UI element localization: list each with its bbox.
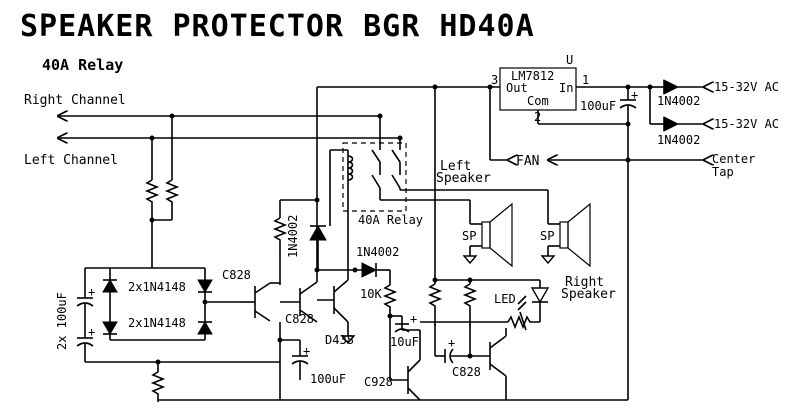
diode-1n4002-2: 1N4002 xyxy=(657,133,700,147)
pin-1-label: 1 xyxy=(582,73,589,87)
regulator-name: LM7812 xyxy=(511,69,554,83)
svg-text:+: + xyxy=(303,344,310,358)
pin-3-label: 3 xyxy=(491,73,498,87)
center-tap-label-1: Center xyxy=(712,152,755,166)
right-speaker-label-2: Speaker xyxy=(561,287,616,302)
diode-1n4002-vertical: 1N4002 xyxy=(286,215,300,258)
svg-text:+: + xyxy=(448,336,455,350)
ac-input-2: 15-32V AC xyxy=(714,117,779,131)
diode-1n4002-1: 1N4002 xyxy=(657,94,700,108)
transistor-q5-c928: C928 xyxy=(364,375,393,389)
input-rectifier: 2x1N4148 2x1N4148 + + 2x 100uF xyxy=(55,267,280,402)
relay-subtitle: 40A Relay xyxy=(42,56,123,74)
right-speaker: SP Right Speaker xyxy=(540,190,616,302)
left-speaker-label-2: Speaker xyxy=(436,171,491,186)
right-speaker-label-1: Right xyxy=(565,275,604,290)
diodes-2x1n4148-top: 2x1N4148 xyxy=(128,280,186,294)
svg-text:+: + xyxy=(631,88,638,102)
speaker-left-sp: SP xyxy=(462,229,476,243)
timing-network: + 100uF xyxy=(277,322,346,400)
left-speaker-label-1: Left xyxy=(440,159,471,174)
transistor-q3-d438: D438 xyxy=(325,333,354,347)
regulator-in-pin: In xyxy=(559,81,573,95)
transistor-q1-c828: C828 xyxy=(222,268,251,282)
right-channel-label: Right Channel xyxy=(24,93,126,108)
svg-text:+: + xyxy=(88,325,95,339)
regulator-ref: U xyxy=(566,53,573,67)
left-speaker: Left Speaker SP xyxy=(436,159,513,268)
fan-center-tap: FAN Center Tap xyxy=(490,152,755,179)
center-tap-label-2: Tap xyxy=(712,165,734,179)
relay-40a: 40A Relay xyxy=(342,113,548,227)
relay-driver: 1N4002 1N4002 10K C828 C828 xyxy=(222,149,399,347)
svg-text:+: + xyxy=(88,285,95,299)
regulator-lm7812: LM7812 U Out In Com 3 1 2 xyxy=(491,53,628,125)
lower-transistors: + 10uF C928 + C828 xyxy=(364,312,507,401)
led-section: LED xyxy=(420,277,550,331)
left-channel-label: Left Channel xyxy=(24,153,118,168)
caps-2x-100uf: 2x 100uF xyxy=(55,292,69,350)
schematic-title: SPEAKER PROTECTOR BGR HD40A xyxy=(20,9,535,44)
led-label: LED xyxy=(494,292,516,306)
input-filter: + 100uF 1N4002 15-32V AC 1N4002 15-32V A… xyxy=(580,79,779,400)
regulator-out-pin: Out xyxy=(506,81,528,95)
cap-100uf-input: 100uF xyxy=(580,99,616,113)
speaker-right-sp: SP xyxy=(540,229,554,243)
diode-1n4002-mid: 1N4002 xyxy=(356,245,399,259)
cap-10uf: 10uF xyxy=(390,335,419,349)
resistor-10k: 10K xyxy=(360,287,382,301)
relay-label: 40A Relay xyxy=(358,213,423,227)
diodes-2x1n4148-bottom: 2x1N4148 xyxy=(128,316,186,330)
transistor-q2-c828: C828 xyxy=(285,312,314,326)
cap-100uf-timing: 100uF xyxy=(310,372,346,386)
regulator-com-pin: Com xyxy=(527,94,549,108)
channel-inputs: Right Channel Left Channel xyxy=(24,93,400,268)
svg-text:+: + xyxy=(410,312,417,326)
fan-label: FAN xyxy=(516,154,539,169)
ac-input-1: 15-32V AC xyxy=(714,80,779,94)
transistor-q4-c828: C828 xyxy=(452,365,481,379)
